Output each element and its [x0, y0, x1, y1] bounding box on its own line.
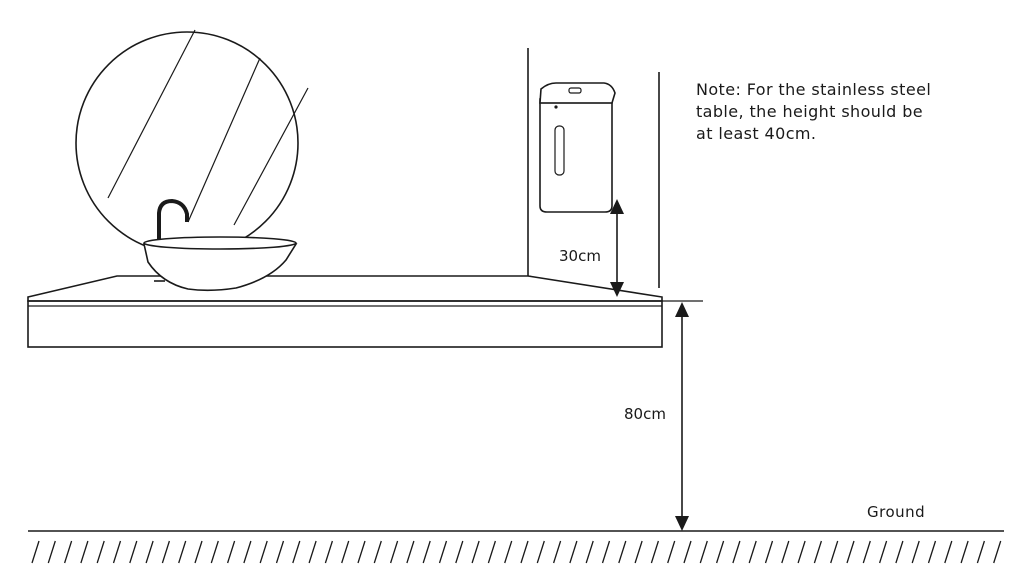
hatch-stroke	[438, 540, 448, 564]
hatch-stroke	[895, 540, 904, 564]
hatch-stroke	[357, 540, 366, 564]
hatch-stroke	[552, 540, 562, 564]
hatch-stroke	[683, 540, 692, 564]
dimension-arrow-dispenser-height	[610, 199, 624, 297]
soap-dispenser	[539, 82, 616, 213]
hatch-stroke	[259, 540, 268, 564]
hatch-stroke	[80, 540, 89, 564]
note-line: at least 40cm.	[696, 124, 817, 143]
hatch-stroke	[944, 540, 953, 564]
hatch-stroke	[993, 540, 1002, 564]
note-line: table, the height should be	[696, 102, 924, 121]
hatch-stroke	[96, 540, 105, 564]
hatch-stroke	[275, 540, 285, 564]
hatch-stroke	[813, 540, 823, 564]
hatch-stroke	[976, 540, 986, 564]
hatch-stroke	[63, 540, 73, 564]
hatch-stroke	[715, 540, 725, 564]
ground-hatching	[31, 540, 1002, 564]
hatch-stroke	[47, 540, 56, 564]
hatch-stroke	[830, 540, 839, 564]
hatch-stroke	[112, 540, 122, 564]
hatch-stroke	[748, 540, 757, 564]
dimension-arrow-table-height	[675, 302, 689, 531]
hatch-stroke	[667, 540, 676, 564]
hatch-stroke	[145, 540, 154, 564]
hatch-stroke	[601, 540, 611, 564]
hatch-stroke	[699, 540, 708, 564]
installation-note: Note: For the stainless steel table, the…	[696, 79, 931, 145]
hatch-stroke	[569, 540, 578, 564]
hatch-stroke	[292, 540, 301, 564]
hatch-stroke	[781, 540, 790, 564]
sink-bowl	[143, 198, 298, 292]
hatch-stroke	[862, 540, 871, 564]
hatch-stroke	[846, 540, 855, 564]
hatch-stroke	[585, 540, 594, 564]
hatch-stroke	[406, 540, 415, 564]
hatch-stroke	[373, 540, 382, 564]
hatch-stroke	[471, 540, 480, 564]
hatch-stroke	[732, 540, 741, 564]
hatch-stroke	[455, 540, 464, 564]
round-mirror	[75, 29, 309, 255]
hatch-stroke	[129, 540, 138, 564]
hatch-stroke	[161, 540, 171, 564]
hatch-stroke	[634, 540, 643, 564]
hatch-stroke	[341, 540, 350, 564]
hatch-stroke	[504, 540, 513, 564]
hatch-stroke	[210, 540, 219, 564]
hatch-stroke	[226, 540, 236, 564]
hatch-stroke	[31, 540, 40, 564]
hatch-stroke	[650, 540, 660, 564]
hatch-stroke	[178, 540, 187, 564]
hatch-stroke	[797, 540, 806, 564]
hatch-stroke	[243, 540, 252, 564]
hatch-stroke	[422, 540, 431, 564]
hatch-stroke	[764, 540, 774, 564]
hatch-stroke	[487, 540, 497, 564]
hatch-stroke	[960, 540, 969, 564]
hatch-stroke	[324, 540, 334, 564]
ground	[28, 530, 1004, 564]
note-line: Note: For the stainless steel	[696, 80, 932, 99]
hatch-stroke	[618, 540, 627, 564]
dispenser-height-label: 30cm	[558, 247, 602, 265]
hatch-stroke	[927, 540, 937, 564]
hatch-stroke	[194, 540, 203, 564]
countertop	[27, 275, 663, 348]
hatch-stroke	[878, 540, 888, 564]
hatch-stroke	[520, 540, 529, 564]
hatch-stroke	[308, 540, 317, 564]
hatch-stroke	[389, 540, 399, 564]
hatch-stroke	[536, 540, 545, 564]
hatch-stroke	[911, 540, 920, 564]
table-height-label: 80cm	[623, 405, 667, 423]
ground-label: Ground	[867, 503, 926, 521]
